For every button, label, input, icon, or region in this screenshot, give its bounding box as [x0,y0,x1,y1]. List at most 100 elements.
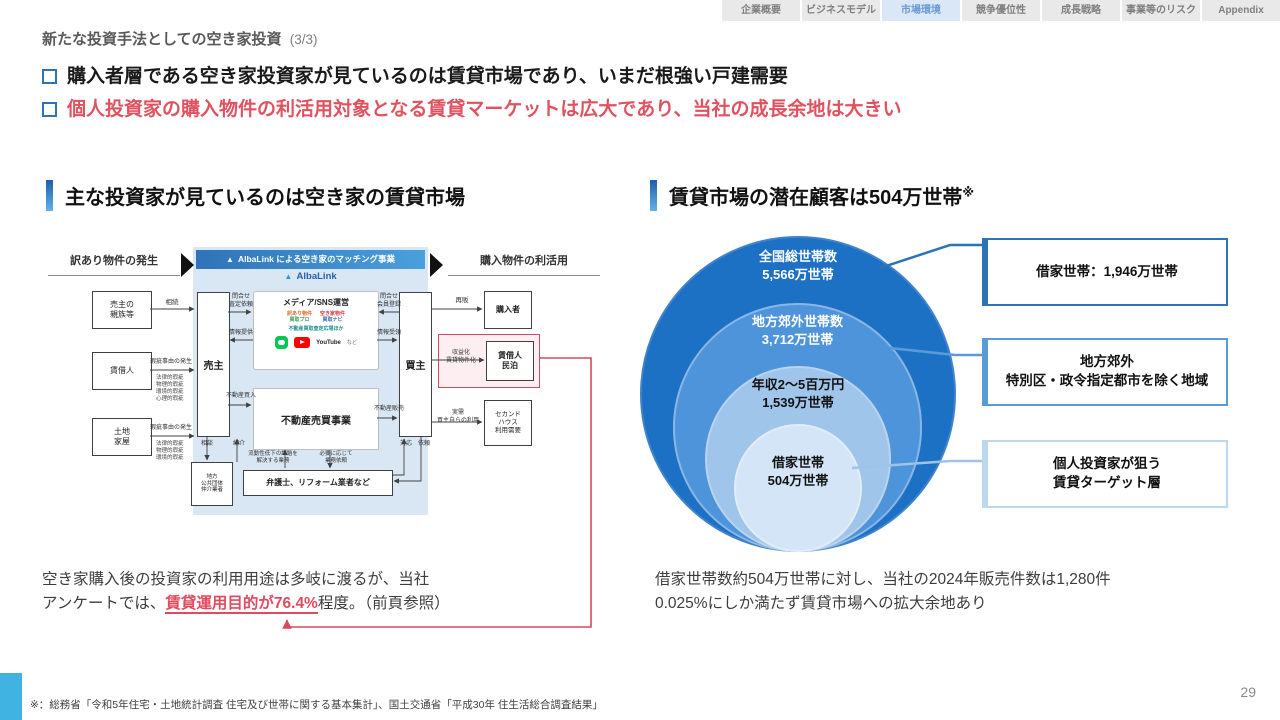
albalink-panel-title: AlbaLink による空き家のマッチング事業 [237,254,395,264]
second-house-line1: セカンド [495,410,521,418]
label-property-purchase: 不動産買入 [225,393,256,399]
media-logo-2: 空き家物件 買取ナビ [320,311,345,323]
tab-business-model[interactable]: ビジネスモデル [802,0,880,21]
flow-label-property-utilization: 購入物件の利活用 [448,252,600,276]
circle-rental-label: 借家世帯 [771,455,824,470]
tab-market-environment[interactable]: 市場環境 [882,0,960,21]
left-section-heading: 主な投資家が見ているのは空き家の賃貸市場 [46,180,465,211]
circle-income-label: 年収2～5百万円 [751,377,845,392]
second-house-line2: ハウス [498,418,518,426]
source-relatives-line1: 売主の [110,300,134,309]
tab-business-risks[interactable]: 事業等のリスク [1122,0,1200,21]
youtube-icon [294,337,311,348]
municipal-box: 地方 公共団体 仲介業者 [191,462,233,506]
right-section-title-note-mark: ※ [962,185,975,200]
label-consult: 相談 [200,441,213,447]
circle-rental-value: 504万世帯 [767,473,829,489]
left-note-post: 程度。（前頁参照） [317,595,450,613]
municipal-line2: 公共団体 [200,480,223,487]
line-icon [275,336,289,349]
callout-suburban-line2: 特別区・政令指定都市を除く地域 [1005,373,1209,388]
tab-competitive-advantage[interactable]: 競争優位性 [962,0,1040,21]
albalink-logo-text: AlbaLink [296,271,337,282]
flow-arrowhead-right [430,253,443,277]
tab-corporate-overview[interactable]: 企業概要 [722,0,800,21]
trading-business-box: 不動産売買事業 [253,388,379,450]
label-info-provide: 情報提供 [228,330,253,336]
media-icons: YouTube など [254,336,378,349]
key-message-2-text: 個人投資家の購入物件の利活用対象となる賃貸マーケットは広大であり、当社の成長余地… [67,98,902,120]
circle-suburban-text: 地方郊外世帯数 3,712万世帯 [675,313,920,349]
heading-accent-bar [650,180,657,211]
second-house-line3: 利用需要 [495,427,521,435]
key-messages: 購入者層である空き家投資家が見ているのは賃貸市場であり、いまだ根強い戸建需要 個… [42,64,901,129]
circle-total-value: 5,566万世帯 [762,267,834,283]
label-liquidity-issue: 流動性低下の課題を 解決する業務 [242,451,304,465]
label-resale: 再販 [455,297,469,304]
callout-suburban-definition: 地方郊外 特別区・政令指定都市を除く地域 [982,338,1228,406]
tab-growth-strategy[interactable]: 成長戦略 [1042,0,1120,21]
defect-physical: 物理的瑕疵 [156,448,184,455]
source-box-tenant: 賃借人 [92,352,152,390]
albalink-logo: ▲ AlbaLink [196,271,425,282]
left-note: 空き家購入後の投資家の利用用途は多岐に渡るが、当社 アンケートでは、賃貸運用目的… [42,568,617,616]
left-section-title: 主な投資家が見ているのは空き家の賃貸市場 [65,187,465,209]
tenant-label: 賃借人 [498,351,522,360]
right-note: 借家世帯数約504万世帯に対し、当社の2024年販売件数は1,280件 0.02… [655,568,1245,616]
label-liquidity-line1: 流動性低下の課題を [248,451,298,457]
defect-environmental: 環境的瑕疵 [156,455,184,462]
media-etc-label: など [346,340,357,346]
albalink-panel-header: ▲ AlbaLink による空き家のマッチング事業 [196,250,425,269]
label-assessment: 査定依頼 [228,301,253,308]
seller-box: 売主 [197,292,230,437]
left-note-highlight: 賃貸運用目的が76.4% [165,595,318,615]
source-relatives-line2: 親族等 [110,310,134,319]
right-section-title: 賃貸市場の潜在顧客は504万世帯※ [669,181,974,210]
left-note-line1: 空き家購入後の投資家の利用用途は多岐に渡るが、当社 [42,571,430,588]
arrow-label-inheritance: 相続 [165,299,179,306]
tab-appendix[interactable]: Appendix [1202,0,1280,21]
label-request: 依頼 [417,441,430,447]
label-inquiry-assessment: 問合せ 査定依頼 [224,294,258,309]
callout-investor-line1: 個人投資家が狙う [1053,456,1161,472]
youtube-wordmark: YouTube [316,339,341,346]
circle-rental-text: 借家世帯 504万世帯 [736,454,860,490]
circle-income-value: 1,539万世帯 [762,395,834,411]
partner-box: 弁護士、リフォーム業者など [243,470,393,496]
callout-investor-line2: 賃貸ターゲット層 [1053,475,1161,490]
callout-investor-target: 個人投資家が狙う 賃貸ターゲット層 [982,440,1228,508]
media-logo-2-line2: 買取ナビ [322,317,343,323]
source-box-land-house: 土地 家屋 [92,418,152,456]
media-sns-box: メディア/SNS運営 訳あり物件 買取プロ 空き家物件 買取ナビ 不動産買取査定… [253,291,379,370]
label-task-line1: 必要に応じて [319,451,353,457]
nav-tabs: 企業概要 ビジネスモデル 市場環境 競争優位性 成長戦略 事業等のリスク App… [722,0,1280,21]
label-task-line2: 業務依頼 [324,457,347,464]
page-number: 29 [1240,684,1256,700]
right-section-title-text: 賃貸市場の潜在顧客は504万世帯 [669,187,963,209]
source-land-line2: 家屋 [114,437,130,446]
label-property-sale: 不動産販売 [373,406,404,412]
label-info-receive: 情報受領 [376,330,401,336]
second-house-box: セカンド ハウス 利用需要 [484,400,532,446]
defect-legal: 法律的瑕疵 [156,375,184,381]
callout-rental-households-text: 借家世帯：1,946万世帯 [1036,263,1178,279]
municipal-line3: 仲介業者 [200,487,223,494]
label-register: 会員登録 [376,301,401,308]
label-monetize-rental: 収益化 賃貸物件化 [440,350,482,365]
media-logos: 訳あり物件 買取プロ 空き家物件 買取ナビ [254,311,378,323]
circle-suburban-value: 3,712万世帯 [761,332,834,348]
buyer-box: 買主 [399,292,432,437]
page-title-text: 新たな投資手法としての空き家投資 [42,31,282,48]
label-inquiry: 問合せ [231,294,250,300]
flow-label-problem-property: 訳あり物件の発生 [48,252,180,276]
minpaku-label: 民泊 [502,361,518,370]
circle-income-text: 年収2～5百万円 1,539万世帯 [707,376,889,412]
bullet-square-icon [42,101,57,117]
key-message-1: 購入者層である空き家投資家が見ているのは賃貸市場であり、いまだ根強い戸建需要 [42,64,901,90]
media-sns-title: メディア/SNS運営 [282,298,350,307]
circle-suburban-label: 地方郊外世帯数 [751,314,843,329]
page-title: 新たな投資手法としての空き家投資 (3/3) [42,28,318,49]
arrow-label-defect-2: 瑕疵事由の発生 [149,425,192,431]
bullet-square-icon [42,69,57,84]
source-box-relatives: 売主の 親族等 [92,291,152,329]
